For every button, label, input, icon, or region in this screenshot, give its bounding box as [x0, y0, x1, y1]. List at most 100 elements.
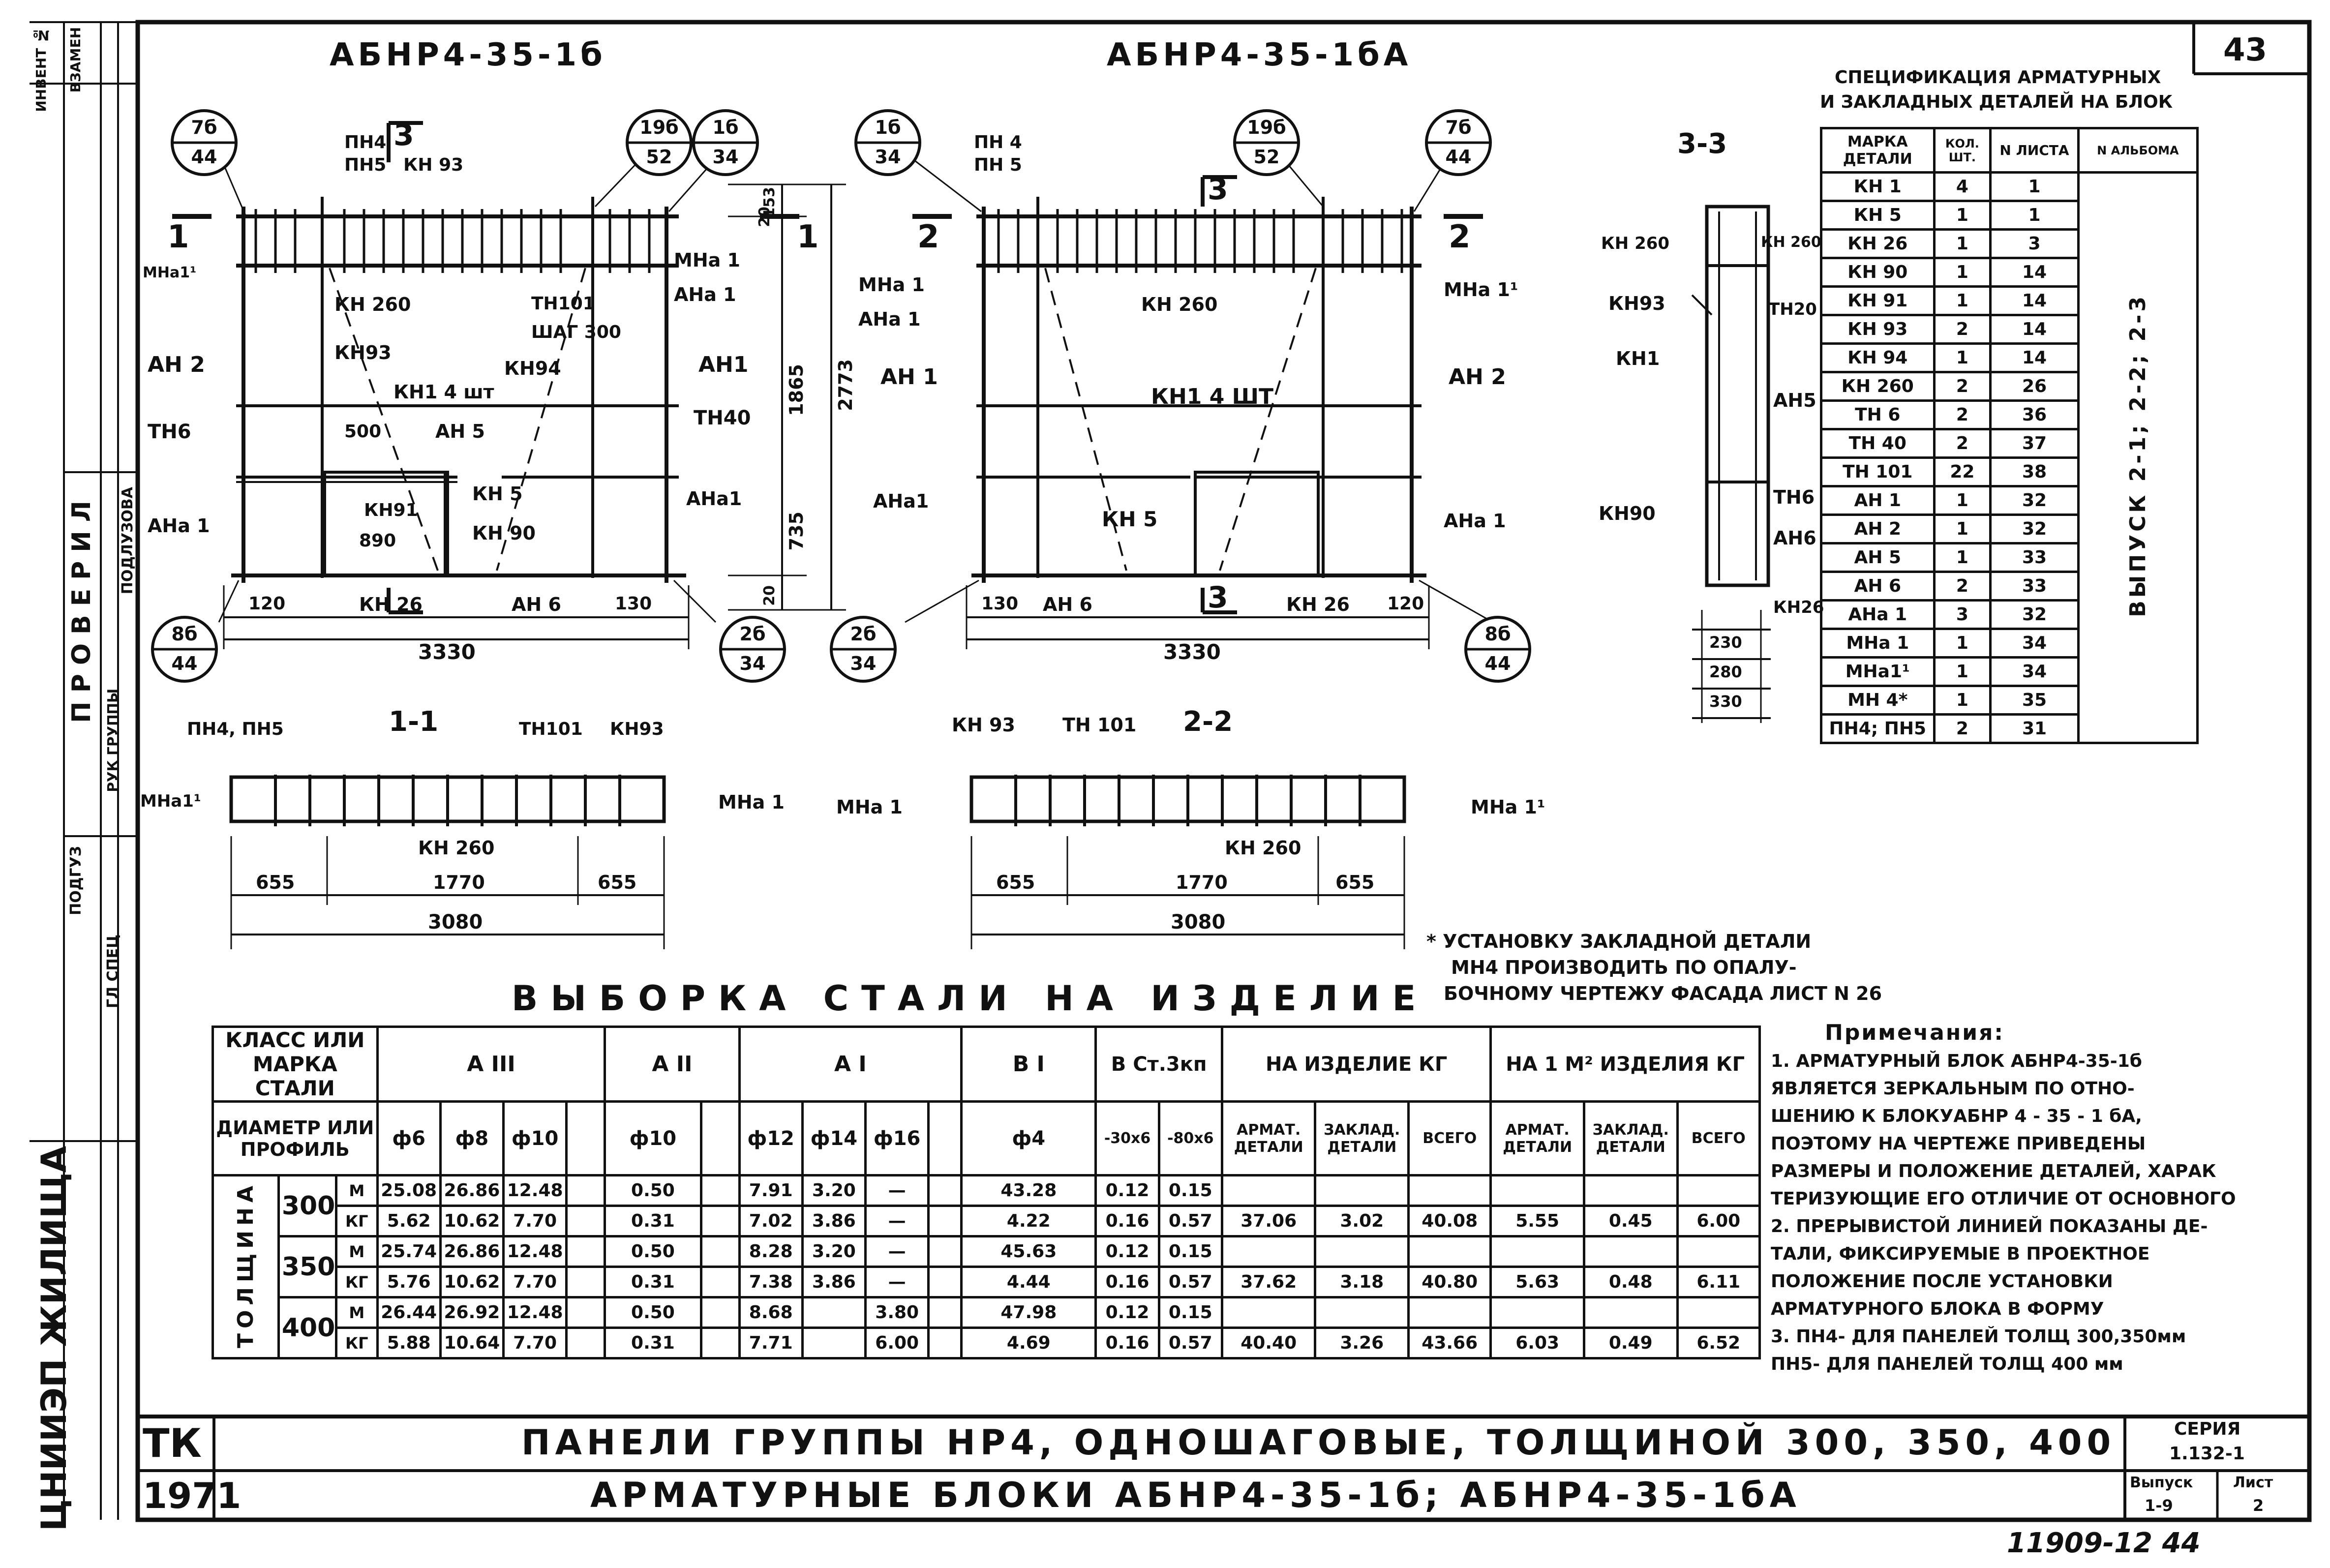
spec-header-mark: МАРКА ДЕТАЛИ — [1820, 127, 1936, 174]
spec-cell-sheet: 34 — [1989, 628, 2080, 659]
section-mark-3-b-top: 3 — [1208, 172, 1228, 207]
label-11-mna1: МНа 1 — [718, 791, 785, 813]
spec-cell-qty: 1 — [1933, 513, 1992, 544]
spec-cell-mark: ПН4; ПН5 — [1820, 713, 1936, 744]
steel-value: 0.45 — [1582, 1205, 1679, 1237]
section-2-2-title: 2-2 — [1183, 706, 1233, 738]
dim-130: 130 — [615, 594, 652, 614]
steel-spacer — [699, 1235, 741, 1268]
steel-spacer — [565, 1266, 606, 1298]
dim-1865: 1865 — [786, 364, 807, 416]
steel-thickness-label: ТОЛЩИНА — [212, 1174, 280, 1359]
stamp-chief-spec: ГЛ СПЕЦ — [104, 935, 121, 1008]
steel-col-header: ф4 — [960, 1100, 1097, 1176]
note-line: АРМАТУРНОГО БЛОКА В ФОРМУ — [1771, 1299, 2104, 1319]
steel-value: 0.15 — [1157, 1174, 1223, 1207]
steel-value — [1489, 1296, 1585, 1329]
spec-album-text: ВЫПУСК 2-1; 2-2; 2-3 — [2125, 294, 2150, 617]
dim-b-120: 120 — [1387, 594, 1424, 614]
label-33-kn26: КН26 — [1773, 598, 1824, 617]
section-mark-2-right: 2 — [1449, 219, 1471, 255]
label-33-kn93: КН93 — [1608, 293, 1665, 314]
label-b-kn26: КН 26 — [1286, 594, 1350, 615]
label-tn101: ТН101 — [531, 294, 595, 314]
stamp-replacement: ВЗАМЕН — [67, 27, 84, 93]
note-line: ЯВЛЯЕТСЯ ЗЕРКАЛЬНЫМ ПО ОТНО- — [1771, 1079, 2135, 1099]
steel-thickness-text: ТОЛЩИНА — [233, 1181, 258, 1348]
spec-cell-sheet: 33 — [1989, 571, 2080, 602]
steel-value: 12.48 — [502, 1235, 568, 1268]
steel-spacer — [565, 1235, 606, 1268]
steel-value: 8.68 — [738, 1296, 804, 1329]
label-11-kn260: КН 260 — [418, 837, 495, 859]
steel-value: 3.26 — [1314, 1327, 1410, 1359]
steel-value: 5.88 — [376, 1327, 442, 1359]
note-line: 1. АРМАТУРНЫЙ БЛОК АБНР4-35-1б — [1771, 1051, 2142, 1071]
issue-value: 1-9 — [2145, 1496, 2173, 1515]
steel-col-header: ВСЕГО — [1407, 1100, 1492, 1176]
steel-value: 3.20 — [801, 1174, 867, 1207]
label-kn26: КН 26 — [359, 594, 423, 615]
steel-col-header: -80х6 — [1157, 1100, 1223, 1176]
label-33-kn260-left: КН 260 — [1601, 234, 1670, 253]
spec-cell-qty: 1 — [1933, 656, 1992, 687]
steel-value: 0.49 — [1582, 1327, 1679, 1359]
footnote-line-1: * УСТАНОВКУ ЗАКЛАДНОЙ ДЕТАЛИ — [1426, 931, 1812, 952]
steel-value: — — [864, 1266, 930, 1298]
steel-thickness-value: 350 — [277, 1235, 337, 1298]
spec-cell-qty: 3 — [1933, 599, 1992, 630]
steel-value: 10.62 — [439, 1205, 505, 1237]
steel-value — [1220, 1235, 1317, 1268]
steel-thickness-value: 400 — [277, 1296, 337, 1359]
label-11-mna1-1: МНа1¹ — [140, 791, 201, 811]
spec-cell-qty: 2 — [1933, 399, 1992, 430]
label-11-tn101: ТН101 — [519, 719, 583, 739]
spec-cell-mark: ТН 6 — [1820, 399, 1936, 430]
spec-cell-mark: КН 91 — [1820, 285, 1936, 316]
dim-120: 120 — [248, 594, 286, 614]
spec-title-2: И ЗАКЛАДНЫХ ДЕТАЛЕЙ НА БЛОК — [1820, 92, 2173, 112]
steel-value: 3.20 — [801, 1235, 867, 1268]
label-ana1-left: АНа 1 — [148, 515, 210, 537]
sheet-value: 2 — [2253, 1496, 2264, 1515]
spec-cell-sheet: 35 — [1989, 685, 2080, 716]
steel-spacer — [699, 1174, 741, 1207]
steel-spacer — [927, 1100, 963, 1176]
spec-cell-sheet: 32 — [1989, 599, 2080, 630]
steel-value: 0.31 — [604, 1327, 702, 1359]
steel-col-header: ЗАКЛАД. ДЕТАЛИ — [1314, 1100, 1410, 1176]
label-22-kn260: КН 260 — [1225, 837, 1301, 859]
steel-value: 0.16 — [1094, 1327, 1160, 1359]
steel-title: ВЫБОРКА СТАЛИ НА ИЗДЕЛИЕ — [512, 978, 1429, 1019]
label-b-ana1: АНа 1 — [858, 308, 921, 330]
steel-value: 6.00 — [864, 1327, 930, 1359]
section-mark-3-b-bottom: 3 — [1208, 580, 1228, 615]
spec-cell-qty: 1 — [1933, 257, 1992, 288]
steel-value: 43.66 — [1407, 1327, 1492, 1359]
label-kn91: КН91 — [364, 500, 418, 520]
note-line: ТАЛИ, ФИКСИРУЕМЫЕ В ПРОЕКТНОЕ — [1771, 1244, 2150, 1264]
steel-spacer — [699, 1266, 741, 1298]
steel-value — [1407, 1235, 1492, 1268]
steel-value: 40.40 — [1220, 1327, 1317, 1359]
steel-value: 0.50 — [604, 1296, 702, 1329]
sheet-label: Лист — [2233, 1474, 2273, 1491]
steel-value — [1314, 1235, 1410, 1268]
steel-value — [1220, 1296, 1317, 1329]
steel-col-header: АРМАТ. ДЕТАЛИ — [1220, 1100, 1317, 1176]
label-b-pn4: ПН 4 — [974, 132, 1022, 152]
series-value: 1.132-1 — [2169, 1444, 2245, 1464]
spec-cell-mark: АН 6 — [1820, 571, 1936, 602]
steel-value — [1220, 1174, 1317, 1207]
steel-value: 40.08 — [1407, 1205, 1492, 1237]
